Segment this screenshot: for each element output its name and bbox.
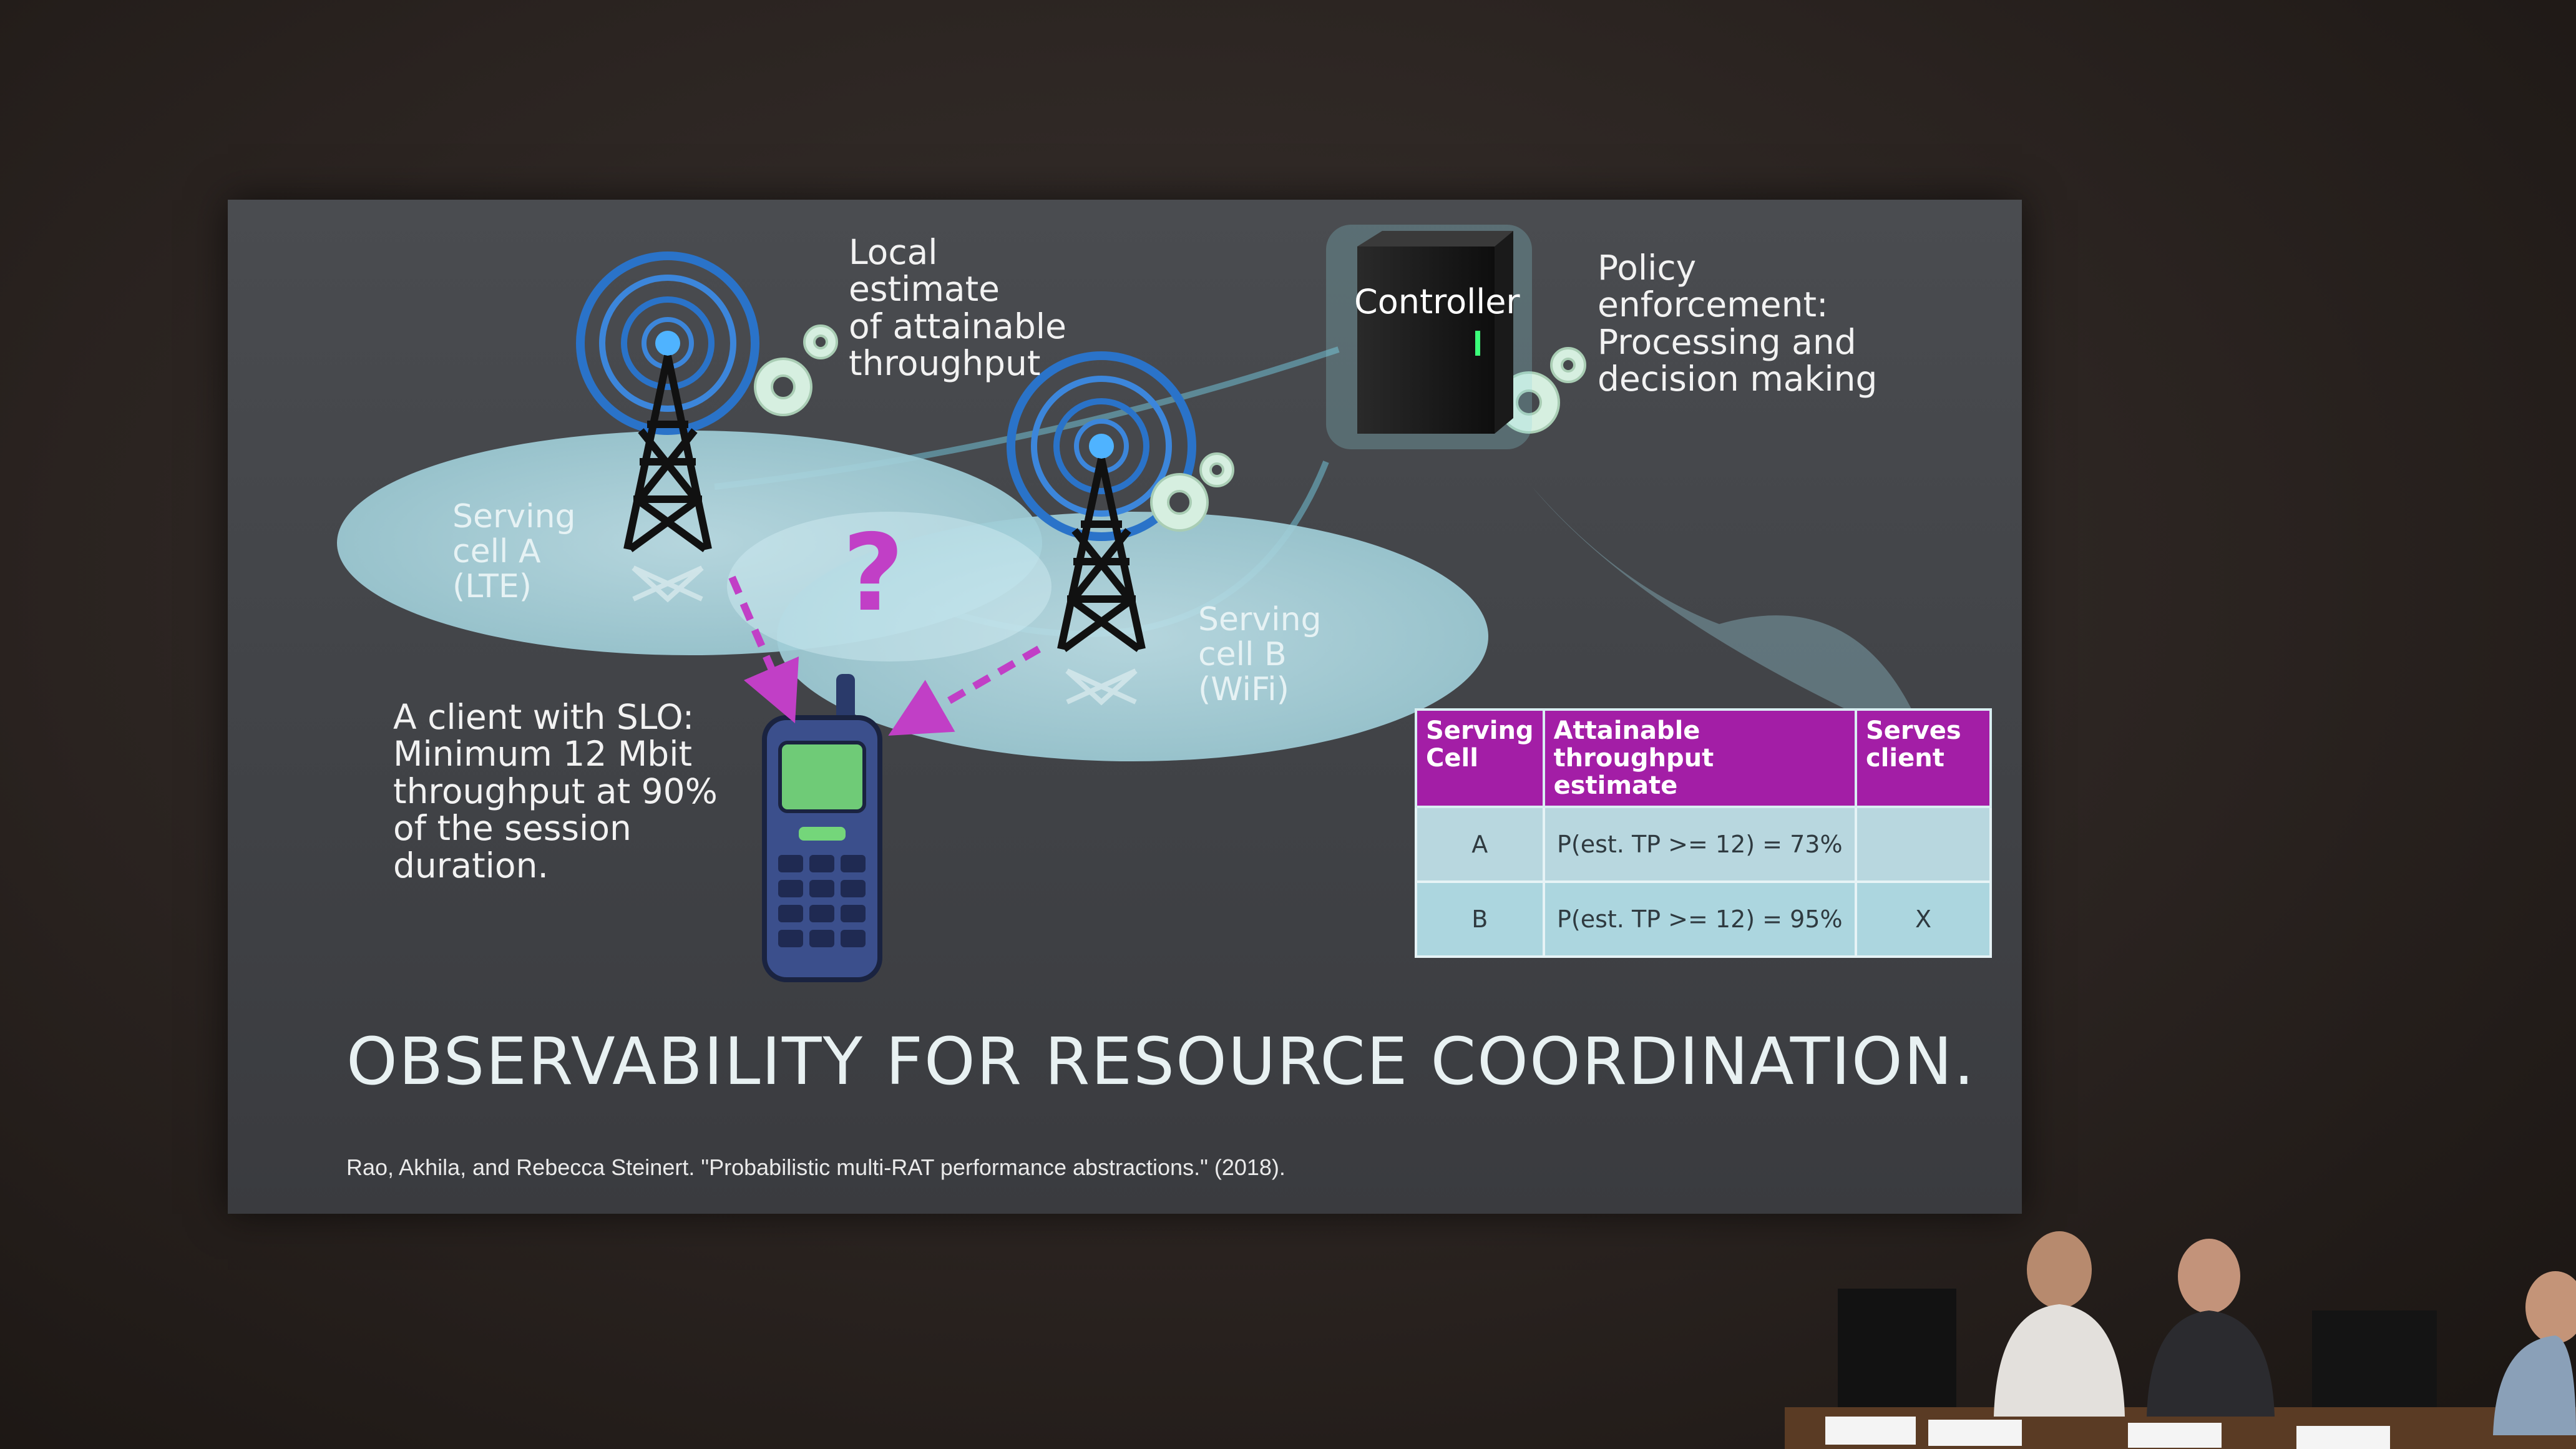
table-row: B P(est. TP >= 12) = 95% X xyxy=(1415,881,1993,958)
local-estimate-label: Local estimate of attainable throughput xyxy=(849,232,1066,384)
diagram-graphics xyxy=(337,225,1913,982)
panelist-person xyxy=(1994,1231,2125,1417)
slide-title: OBSERVABILITY FOR RESOURCE COORDINATION. xyxy=(346,1023,1976,1100)
gear-icon xyxy=(1498,347,1586,434)
table-cell: X xyxy=(1854,881,1993,958)
table-row: A P(est. TP >= 12) = 73% xyxy=(1415,806,1993,883)
gear-icon xyxy=(1150,452,1234,532)
tower-a-icon xyxy=(576,251,759,552)
table-cell: P(est. TP >= 12) = 95% xyxy=(1542,881,1857,958)
slide-citation: Rao, Akhila, and Rebecca Steinert. "Prob… xyxy=(346,1154,1286,1180)
client-slo-label: A client with SLO: Minimum 12 Mbit throu… xyxy=(393,697,718,886)
cell-overlap xyxy=(727,512,1051,661)
table-cell: B xyxy=(1415,881,1545,958)
table-header-row: Serving Cell Attainable throughput estim… xyxy=(1415,708,1993,808)
cell-a-label: Serving cell A (LTE) xyxy=(452,498,576,606)
panelist-person xyxy=(2147,1239,2275,1417)
table-header-cell: Serves client xyxy=(1854,708,1993,808)
table-cell: P(est. TP >= 12) = 73% xyxy=(1542,806,1857,883)
tower-b-reflection xyxy=(1065,668,1138,706)
cell-b-label: Serving cell B (WiFi) xyxy=(1198,601,1322,709)
table-cell: A xyxy=(1415,806,1545,883)
table-cell xyxy=(1854,806,1993,883)
monitor-shape xyxy=(1838,1289,1956,1407)
policy-enforcement-label: Policy enforcement: Processing and decis… xyxy=(1598,248,1878,399)
tower-a-reflection xyxy=(632,565,704,603)
controller-label: Controller xyxy=(1354,282,1520,321)
controller-wedge xyxy=(1532,487,1913,711)
mobile-phone-icon xyxy=(762,674,882,982)
arrow-from-cell-a xyxy=(728,575,799,724)
tower-b-icon xyxy=(1007,351,1196,652)
name-placard xyxy=(1825,1417,2390,1449)
throughput-table: Serving Cell Attainable throughput estim… xyxy=(1415,708,1993,958)
monitor-shape xyxy=(2312,1310,2437,1407)
server-icon xyxy=(1357,231,1513,434)
table-header-cell: Attainable throughput estimate xyxy=(1542,708,1857,808)
projected-slide: ? Local estimate of attainable throughpu… xyxy=(228,200,2022,1214)
question-mark: ? xyxy=(842,512,904,635)
panelist-person xyxy=(2493,1271,2576,1435)
arrow-from-cell-b xyxy=(888,645,1041,736)
table-header-cell: Serving Cell xyxy=(1415,708,1545,808)
gear-icon xyxy=(754,324,838,416)
